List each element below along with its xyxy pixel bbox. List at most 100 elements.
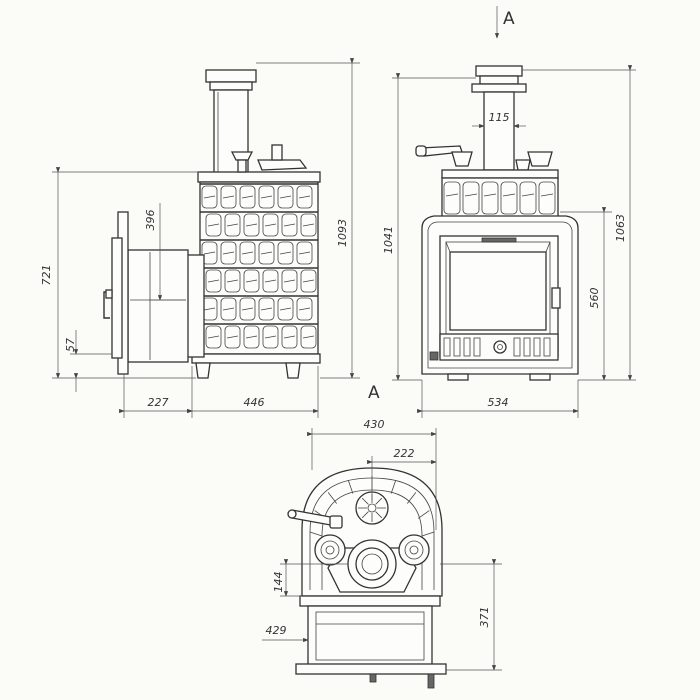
dim-721: 721: [40, 265, 53, 286]
stone-edge: [226, 335, 239, 339]
dim-144: 144: [272, 572, 285, 593]
stone: [201, 241, 218, 265]
cage-bar: [417, 510, 430, 519]
dim-227: 227: [148, 396, 169, 409]
dim-534: 534: [488, 396, 509, 409]
rosette-vane: [375, 497, 383, 505]
top-plate: [197, 171, 321, 183]
stone: [258, 297, 275, 321]
stone: [296, 241, 313, 265]
dim-560: 560: [588, 288, 601, 309]
side-door: [103, 211, 129, 375]
rosette-vane: [375, 511, 383, 519]
stone-edge: [245, 335, 258, 339]
grille-slot: [473, 337, 481, 357]
stone-edge: [203, 195, 216, 199]
front-latch: [429, 351, 439, 361]
grille-slot: [533, 337, 541, 357]
stone: [277, 185, 294, 209]
stone: [258, 185, 275, 209]
cage-bar: [407, 492, 417, 504]
stone: [262, 325, 279, 349]
stone: [462, 181, 480, 215]
stone-edge: [222, 251, 235, 255]
plan-view-dimensions: A 430 222 144 429 371: [262, 383, 502, 671]
plan-left-tank: [314, 534, 346, 566]
stone: [258, 241, 275, 265]
stone-edge: [241, 307, 254, 311]
stone-edge: [241, 251, 254, 255]
stone-edge: [264, 223, 277, 227]
stone: [281, 325, 298, 349]
stone: [220, 297, 237, 321]
stone: [201, 185, 218, 209]
stone: [262, 269, 279, 293]
front-view-dimensions: A 115 1041 1063 560 534: [382, 6, 636, 418]
plan-right-tank: [398, 534, 430, 566]
ash-door: [439, 333, 559, 361]
stone: [300, 325, 317, 349]
dim-115: 115: [489, 111, 510, 124]
grille-slot: [453, 337, 461, 357]
stone-edge: [302, 279, 315, 283]
stone-edge: [264, 279, 277, 283]
dim-222: 222: [394, 447, 415, 460]
plan-vent-rosette: [355, 491, 389, 525]
stone: [481, 181, 499, 215]
cage-bar: [327, 492, 337, 504]
stone-edge: [245, 279, 258, 283]
stone-edge: [260, 195, 273, 199]
stone-edge: [298, 195, 311, 199]
stone: [519, 181, 537, 215]
stone-edge: [203, 307, 216, 311]
stone-edge: [283, 279, 296, 283]
stone: [239, 185, 256, 209]
stone-edge: [302, 335, 315, 339]
section-label-top: A: [503, 9, 515, 29]
dim-446: 446: [244, 396, 265, 409]
stone: [277, 297, 294, 321]
stone-edge: [222, 195, 235, 199]
front-top-plate: [441, 169, 559, 179]
stone-edge: [203, 251, 216, 255]
side-view: [103, 69, 321, 379]
stone: [243, 269, 260, 293]
stone: [224, 325, 241, 349]
stone: [239, 241, 256, 265]
stone: [205, 325, 222, 349]
plan-tunnel: [295, 595, 447, 689]
stone-edge: [226, 279, 239, 283]
stone: [538, 181, 556, 215]
stone-edge: [283, 223, 296, 227]
stone-edge: [302, 223, 315, 227]
stone-edge: [222, 307, 235, 311]
cage-bar: [309, 531, 323, 537]
stone: [205, 213, 222, 237]
front-chimney: [471, 65, 527, 171]
grille-slot: [523, 337, 531, 357]
stone-edge: [207, 279, 220, 283]
stone-edge: [521, 193, 535, 197]
stone-edge: [226, 223, 239, 227]
stone-edge: [298, 307, 311, 311]
dim-1093: 1093: [336, 219, 349, 247]
grille-slot: [543, 337, 551, 357]
stone-edge: [207, 335, 220, 339]
stone-edge: [279, 251, 292, 255]
front-fittings: [415, 145, 553, 171]
stone: [281, 269, 298, 293]
grille-slot: [463, 337, 471, 357]
stone: [281, 213, 298, 237]
stone: [220, 185, 237, 209]
stone-edge: [483, 193, 497, 197]
stone-edge: [464, 193, 478, 197]
side-view-dimensions: 1093 721 396 57 227 446: [40, 58, 360, 418]
plan-flue: [327, 539, 417, 593]
stone-edge: [260, 307, 273, 311]
stone-edge: [540, 193, 554, 197]
stone-cage: [199, 181, 319, 355]
dim-429: 429: [266, 624, 287, 637]
stone-edge: [279, 307, 292, 311]
stone: [262, 213, 279, 237]
